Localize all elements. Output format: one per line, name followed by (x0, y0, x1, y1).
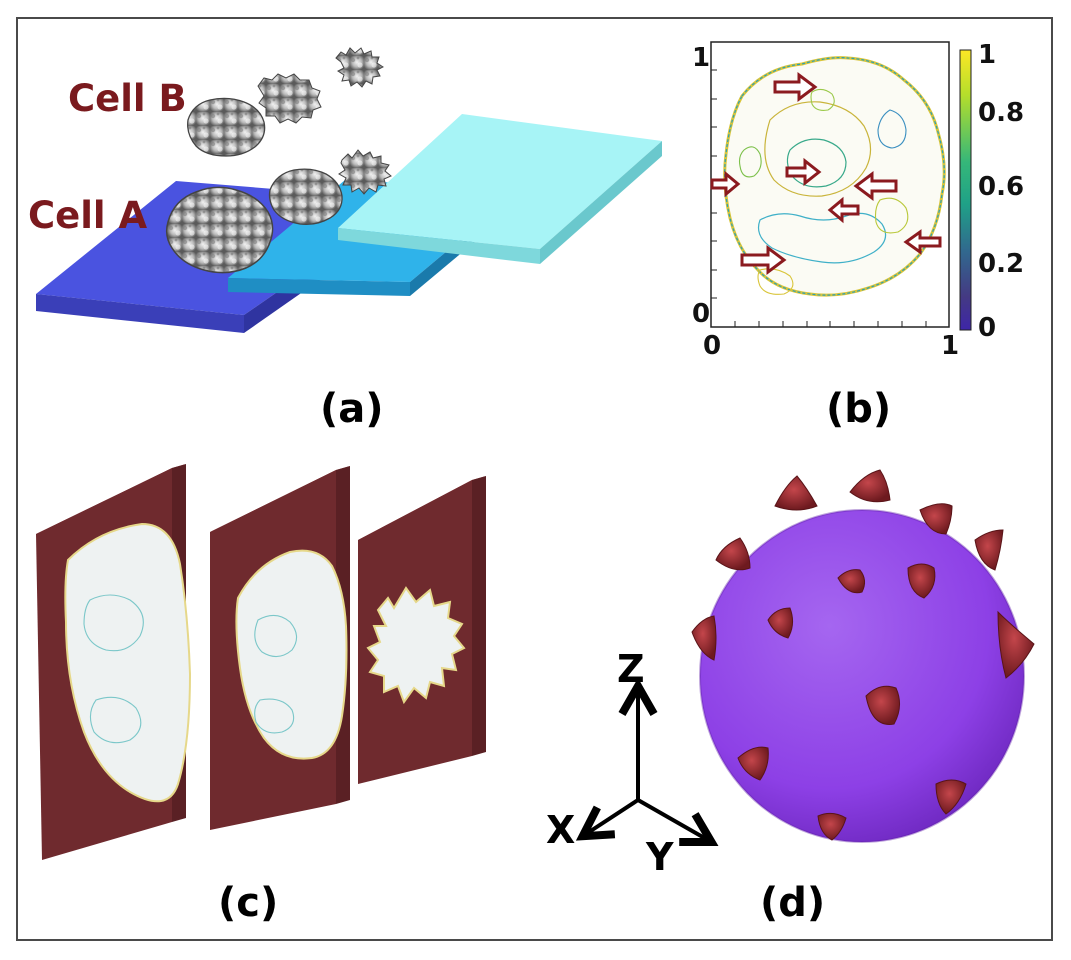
spiky-cell-sphere (691, 469, 1035, 843)
cell-b-label: Cell B (68, 77, 187, 120)
substrate-plate-light (338, 114, 662, 264)
cross-section-slab-2 (210, 466, 350, 830)
panel-c: (c) (36, 464, 486, 926)
arrow-right-icon (710, 170, 741, 198)
colorbar-tick: 0 (978, 313, 996, 343)
panel-label-d: (d) (760, 880, 825, 926)
cell-a-large (165, 186, 274, 274)
cell-b-mid (257, 73, 322, 124)
figure-frame (16, 17, 1053, 941)
colorbar-tick: 0.8 (978, 98, 1024, 128)
spike-icon (737, 746, 769, 781)
spike-icon (935, 779, 967, 815)
spike-icon (907, 563, 936, 599)
spike-icon (715, 537, 751, 571)
spike-icon (817, 812, 847, 841)
spike-icon (774, 475, 818, 511)
x-tick-1: 1 (941, 331, 959, 361)
panel-label-a: (a) (320, 386, 384, 432)
spike-icon (691, 615, 717, 661)
arrow-right-icon (773, 72, 818, 102)
spike-icon (865, 685, 900, 725)
panel-label-b: (b) (826, 386, 891, 432)
spike-icon (837, 569, 866, 594)
panel-a: Cell B Cell A (a) (28, 47, 662, 432)
cell-a-mid (268, 168, 343, 226)
arrow-left-icon (903, 229, 942, 255)
arrow-right-icon (740, 245, 787, 275)
axis-label-y: Y (645, 835, 674, 879)
colorbar-tick: 0.6 (978, 172, 1024, 202)
axis-label-z: Z (617, 647, 645, 691)
y-tick-1: 1 (692, 43, 710, 73)
colorbar-tick: 0.2 (978, 249, 1024, 279)
spike-icon (997, 610, 1035, 679)
spike-icon (767, 607, 794, 639)
xyz-axes: Z X Y (546, 647, 708, 879)
arrow-right-icon (785, 157, 822, 187)
panel-b: 0 1 0 1 1 0.8 0.6 0.2 0 (b) (692, 40, 1024, 432)
spike-icon (919, 503, 953, 535)
x-tick-0: 0 (703, 331, 721, 361)
cell-b-large (187, 97, 266, 157)
panel-label-c: (c) (218, 880, 278, 926)
cell-b-small-spiky (335, 47, 384, 88)
cross-section-slab-3 (358, 476, 486, 784)
panel-d: Z X Y (d (546, 469, 1035, 926)
spike-icon (849, 469, 891, 503)
arrow-left-icon (853, 171, 898, 201)
arrow-left-icon (827, 196, 860, 224)
axis-label-x: X (546, 808, 575, 852)
arrow-markers (710, 72, 942, 275)
contour-map (723, 56, 946, 297)
cross-section-slab-1 (36, 464, 192, 860)
cell-a-label: Cell A (28, 194, 147, 237)
colorbar (959, 49, 972, 331)
cell-a-small-spiky (338, 149, 392, 195)
y-tick-0: 0 (692, 299, 710, 329)
colorbar-tick: 1 (978, 40, 996, 70)
spike-icon (974, 529, 1004, 571)
